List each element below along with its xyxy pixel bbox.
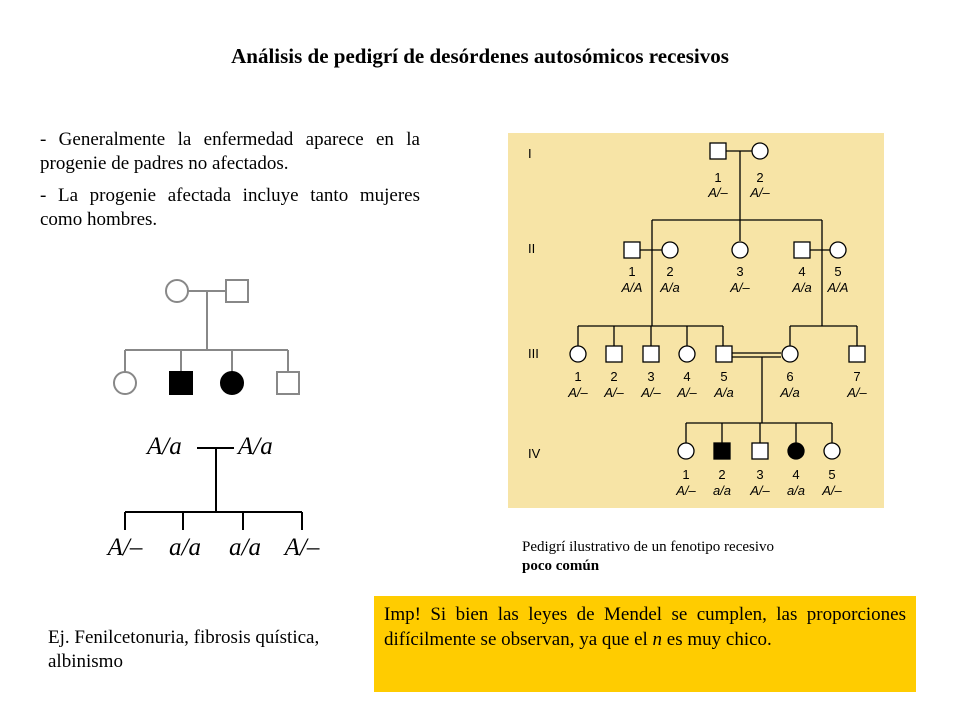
child-male-unaffected xyxy=(276,371,300,395)
child-female-affected xyxy=(220,371,244,395)
individual-genotype: a/a xyxy=(787,483,805,498)
individual-number: 5 xyxy=(828,467,835,482)
female-symbol xyxy=(569,345,587,363)
child-male-affected xyxy=(169,371,193,395)
individual-number: 3 xyxy=(736,264,743,279)
individual-genotype: A/A xyxy=(827,280,849,295)
individual-number: 3 xyxy=(647,369,654,384)
individual-number: 6 xyxy=(786,369,793,384)
individual-number: 2 xyxy=(756,170,763,185)
individual-genotype: A/– xyxy=(675,483,696,498)
individual-genotype: A/– xyxy=(707,185,728,200)
individual-number: 5 xyxy=(720,369,727,384)
individual-number: 4 xyxy=(683,369,690,384)
generation-label: I xyxy=(528,146,532,161)
individual-number: 2 xyxy=(610,369,617,384)
note-text: es muy chico. xyxy=(662,629,772,650)
individual-number: 1 xyxy=(714,170,721,185)
genotype-label: a/a xyxy=(229,534,261,561)
male-symbol xyxy=(709,142,727,160)
individual-genotype: A/A xyxy=(621,280,643,295)
male-affected-symbol xyxy=(713,442,731,460)
individual-genotype: A/a xyxy=(659,280,680,295)
pedigree-caption: Pedigrí ilustrativo de un fenotipo reces… xyxy=(522,538,902,576)
left-genotype-tree: A/a A/a A/– a/a a/a A/– xyxy=(106,433,320,561)
female-symbol xyxy=(781,345,799,363)
individual-genotype: A/a xyxy=(791,280,812,295)
individual-number: 4 xyxy=(798,264,805,279)
male-symbol xyxy=(623,241,641,259)
pedigree-lines xyxy=(577,150,858,443)
bullet-item: - Generalmente la enfermedad aparece en … xyxy=(40,129,420,174)
female-symbol xyxy=(678,345,696,363)
genotype-label: A/– xyxy=(106,534,143,561)
generation-label: III xyxy=(528,346,539,361)
caption-line-bold: poco común xyxy=(522,558,600,574)
male-symbol xyxy=(605,345,623,363)
female-affected-symbol xyxy=(787,442,805,460)
individual-genotype: A/– xyxy=(821,483,842,498)
right-pedigree: I II III IV xyxy=(508,133,884,508)
individual-genotype: A/a xyxy=(779,385,800,400)
male-symbol xyxy=(642,345,660,363)
individual-labels: 1 A/– 2 A/– 1 A/A 2 A/a 3 A/– 4 A/a 5 A/… xyxy=(567,170,867,498)
individual-number: 1 xyxy=(628,264,635,279)
bullet-item: - La progenie afectada incluye tanto muj… xyxy=(40,185,420,230)
page-title: Análisis de pedigrí de desórdenes autosó… xyxy=(231,44,729,68)
genotype-label: A/– xyxy=(283,534,320,561)
individual-genotype: A/a xyxy=(713,385,734,400)
female-symbol xyxy=(751,142,769,160)
important-note: Imp! Si bien las leyes de Mendel se cump… xyxy=(374,596,916,692)
bullet-list: - Generalmente la enfermedad aparece en … xyxy=(40,128,420,240)
individual-number: 1 xyxy=(682,467,689,482)
female-symbol xyxy=(731,241,749,259)
male-symbol xyxy=(848,345,866,363)
generation-label: IV xyxy=(528,446,541,461)
individual-number: 2 xyxy=(718,467,725,482)
individual-genotype: A/– xyxy=(729,280,750,295)
female-symbol xyxy=(677,442,695,460)
individual-number: 1 xyxy=(574,369,581,384)
parent-female-symbol xyxy=(165,279,189,303)
male-symbol xyxy=(793,241,811,259)
pedigree-background xyxy=(508,133,884,508)
individual-genotype: A/– xyxy=(749,483,770,498)
individual-genotype: A/– xyxy=(749,185,770,200)
individual-genotype: A/– xyxy=(567,385,588,400)
male-symbol xyxy=(751,442,769,460)
note-text: Imp! Si bien las leyes de Mendel se cump… xyxy=(384,604,906,650)
female-symbol xyxy=(661,241,679,259)
female-symbol xyxy=(829,241,847,259)
examples-text: Ej. Fenilcetonuria, fibrosis quística, a… xyxy=(48,627,320,672)
genotype-label: A/a xyxy=(236,433,273,460)
individual-genotype: A/– xyxy=(846,385,867,400)
left-pedigree xyxy=(113,279,300,395)
individual-number: 2 xyxy=(666,264,673,279)
genotype-label: A/a xyxy=(145,433,182,460)
male-symbol xyxy=(715,345,733,363)
parent-male-symbol xyxy=(225,279,249,303)
individual-genotype: A/– xyxy=(676,385,697,400)
individual-number: 4 xyxy=(792,467,799,482)
individual-number: 3 xyxy=(756,467,763,482)
caption-line: Pedigrí ilustrativo de un fenotipo reces… xyxy=(522,539,775,555)
individual-number: 5 xyxy=(834,264,841,279)
individual-genotype: A/– xyxy=(603,385,624,400)
female-symbol xyxy=(823,442,841,460)
individual-genotype: a/a xyxy=(713,483,731,498)
individual-number: 7 xyxy=(853,369,860,384)
generation-label: II xyxy=(528,241,535,256)
note-italic: n xyxy=(652,629,663,650)
pedigree-symbols xyxy=(569,142,866,460)
individual-genotype: A/– xyxy=(640,385,661,400)
child-female-unaffected xyxy=(113,371,137,395)
genotype-label: a/a xyxy=(169,534,201,561)
